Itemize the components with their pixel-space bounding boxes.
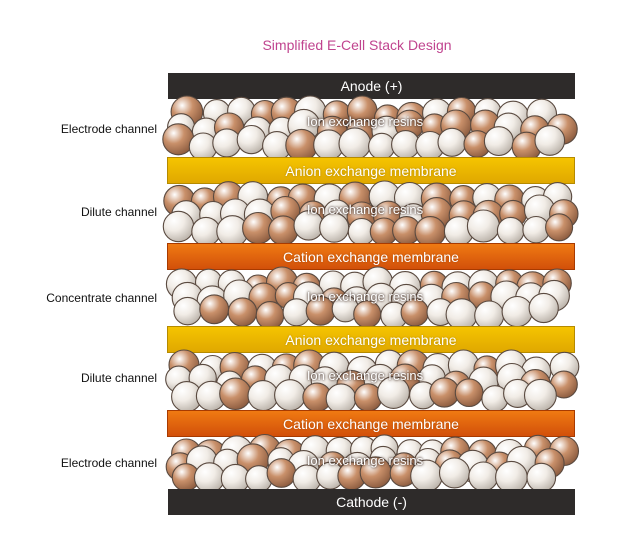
resin-bead [468,461,499,492]
resin-bead [534,125,566,156]
resin-bead [545,213,574,242]
resin-bead [528,292,559,324]
anode-label: Anode (+) [340,78,403,94]
resin-label-dilute-1: Ion exchange resins [306,202,424,217]
resin-bead [266,458,297,488]
anion-membrane-1-label: Anion exchange membrane [285,162,457,179]
cation-membrane-1: Cation exchange membrane [167,243,575,270]
resin-label-electrode-top: Ion exchange resins [306,114,424,129]
cation-membrane-2: Cation exchange membrane [167,410,575,437]
resin-label-concentrate: Ion exchange resins [306,289,424,304]
cathode-plate: Cathode (-) [168,489,575,515]
resin-bead [438,457,471,489]
cation-membrane-2-label: Cation exchange membrane [283,415,459,432]
channel-label-concentrate: Concentrate channel [46,291,157,305]
anion-membrane-1: Anion exchange membrane [167,157,575,184]
channel-label-dilute-1: Dilute channel [80,205,157,219]
channel-label-electrode-bottom: Electrode channel [60,456,157,470]
cathode-label: Cathode (-) [336,494,407,510]
diagram-title: Simplified E-Cell Stack Design [262,37,452,53]
cation-membrane-1-label: Cation exchange membrane [283,248,459,265]
resin-label-electrode-bottom: Ion exchange resins [306,453,424,468]
resin-label-dilute-2: Ion exchange resins [306,368,424,383]
channel-label-dilute-2: Dilute channel [80,371,157,385]
anode-plate: Anode (+) [168,73,575,99]
resin-bead [526,462,557,493]
anion-membrane-2: Anion exchange membrane [167,326,575,353]
anion-membrane-2-label: Anion exchange membrane [285,331,457,348]
channel-label-electrode-top: Electrode channel [60,122,157,136]
